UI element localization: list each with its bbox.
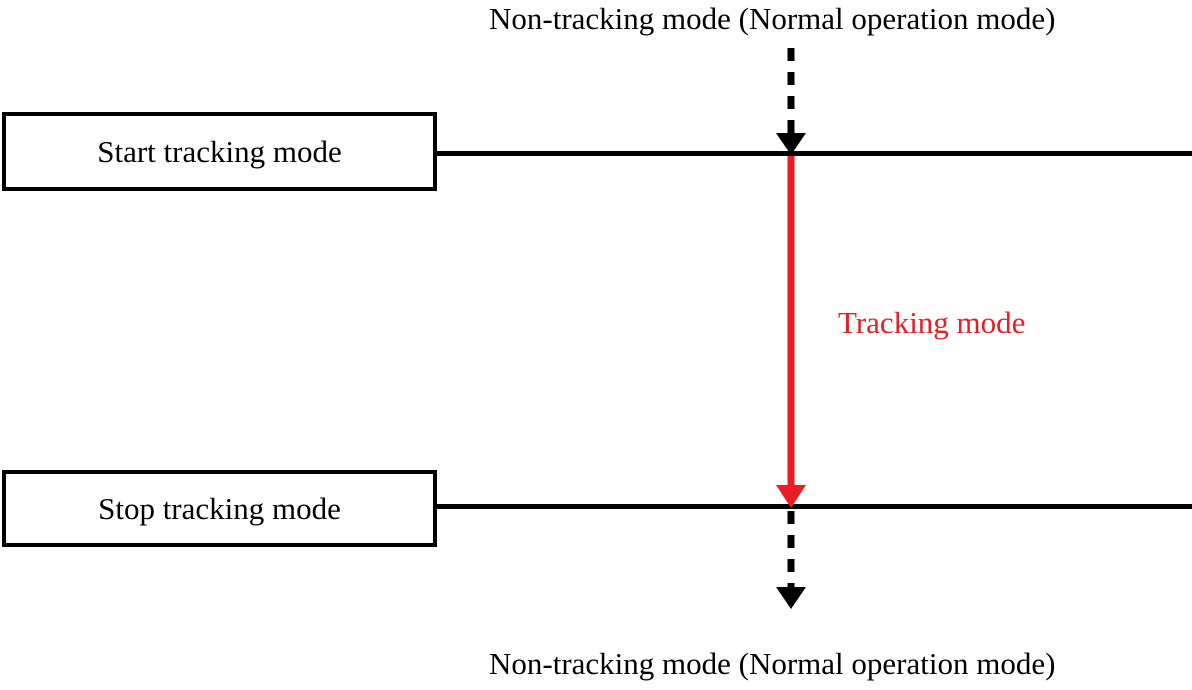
timeline-stop-rule	[433, 504, 1192, 509]
non-tracking-mode-label-top: Non-tracking mode (Normal operation mode…	[489, 1, 1056, 36]
stop-tracking-mode-label: Stop tracking mode	[98, 490, 341, 526]
enter-tracking-arrow-icon	[776, 48, 806, 155]
start-tracking-mode-box: Start tracking mode	[2, 112, 437, 191]
start-tracking-mode-label: Start tracking mode	[97, 133, 342, 169]
tracking-mode-arrow-icon	[776, 156, 806, 508]
exit-tracking-arrow-head	[776, 587, 806, 609]
stop-tracking-mode-box: Stop tracking mode	[2, 470, 437, 547]
timeline-start-rule	[433, 151, 1192, 156]
exit-tracking-arrow-icon	[776, 511, 806, 609]
non-tracking-mode-label-bottom: Non-tracking mode (Normal operation mode…	[489, 646, 1056, 681]
tracking-mode-label: Tracking mode	[838, 305, 1026, 340]
